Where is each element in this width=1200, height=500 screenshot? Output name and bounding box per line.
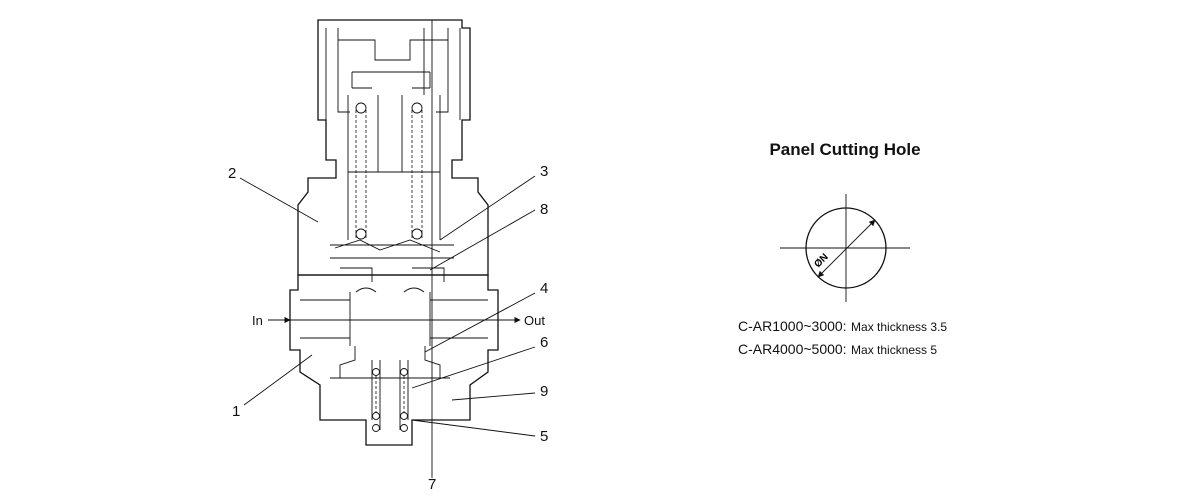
spec-note-1: Max thickness 3.5 xyxy=(851,320,948,334)
callout-leaders xyxy=(239,175,536,437)
diameter-arrow xyxy=(817,219,876,278)
callout-1: 1 xyxy=(232,403,240,420)
callout-2: 2 xyxy=(228,165,236,182)
callout-7: 7 xyxy=(428,476,436,493)
callout-9: 9 xyxy=(540,383,548,400)
spec-note-2: Max thickness 5 xyxy=(851,343,938,357)
callout-6: 6 xyxy=(540,334,548,351)
callout-5: 5 xyxy=(540,428,548,445)
spec-model-2: C-AR4000~5000: xyxy=(738,341,847,357)
panel-title: Panel Cutting Hole xyxy=(769,140,921,159)
spec-line-1: C-AR1000~3000: Max thickness 3.5 xyxy=(738,318,947,336)
panel-hole-symbol: ØN xyxy=(780,194,910,302)
spec-model-1: C-AR1000~3000: xyxy=(738,318,847,334)
callout-3: 3 xyxy=(540,163,548,180)
callout-8: 8 xyxy=(540,201,548,218)
outlet-label: Out xyxy=(524,313,545,328)
inlet-label: In xyxy=(252,313,263,328)
spec-line-2: C-AR4000~5000: Max thickness 5 xyxy=(738,341,937,359)
regulator-body xyxy=(289,19,499,478)
callout-4: 4 xyxy=(540,280,548,297)
